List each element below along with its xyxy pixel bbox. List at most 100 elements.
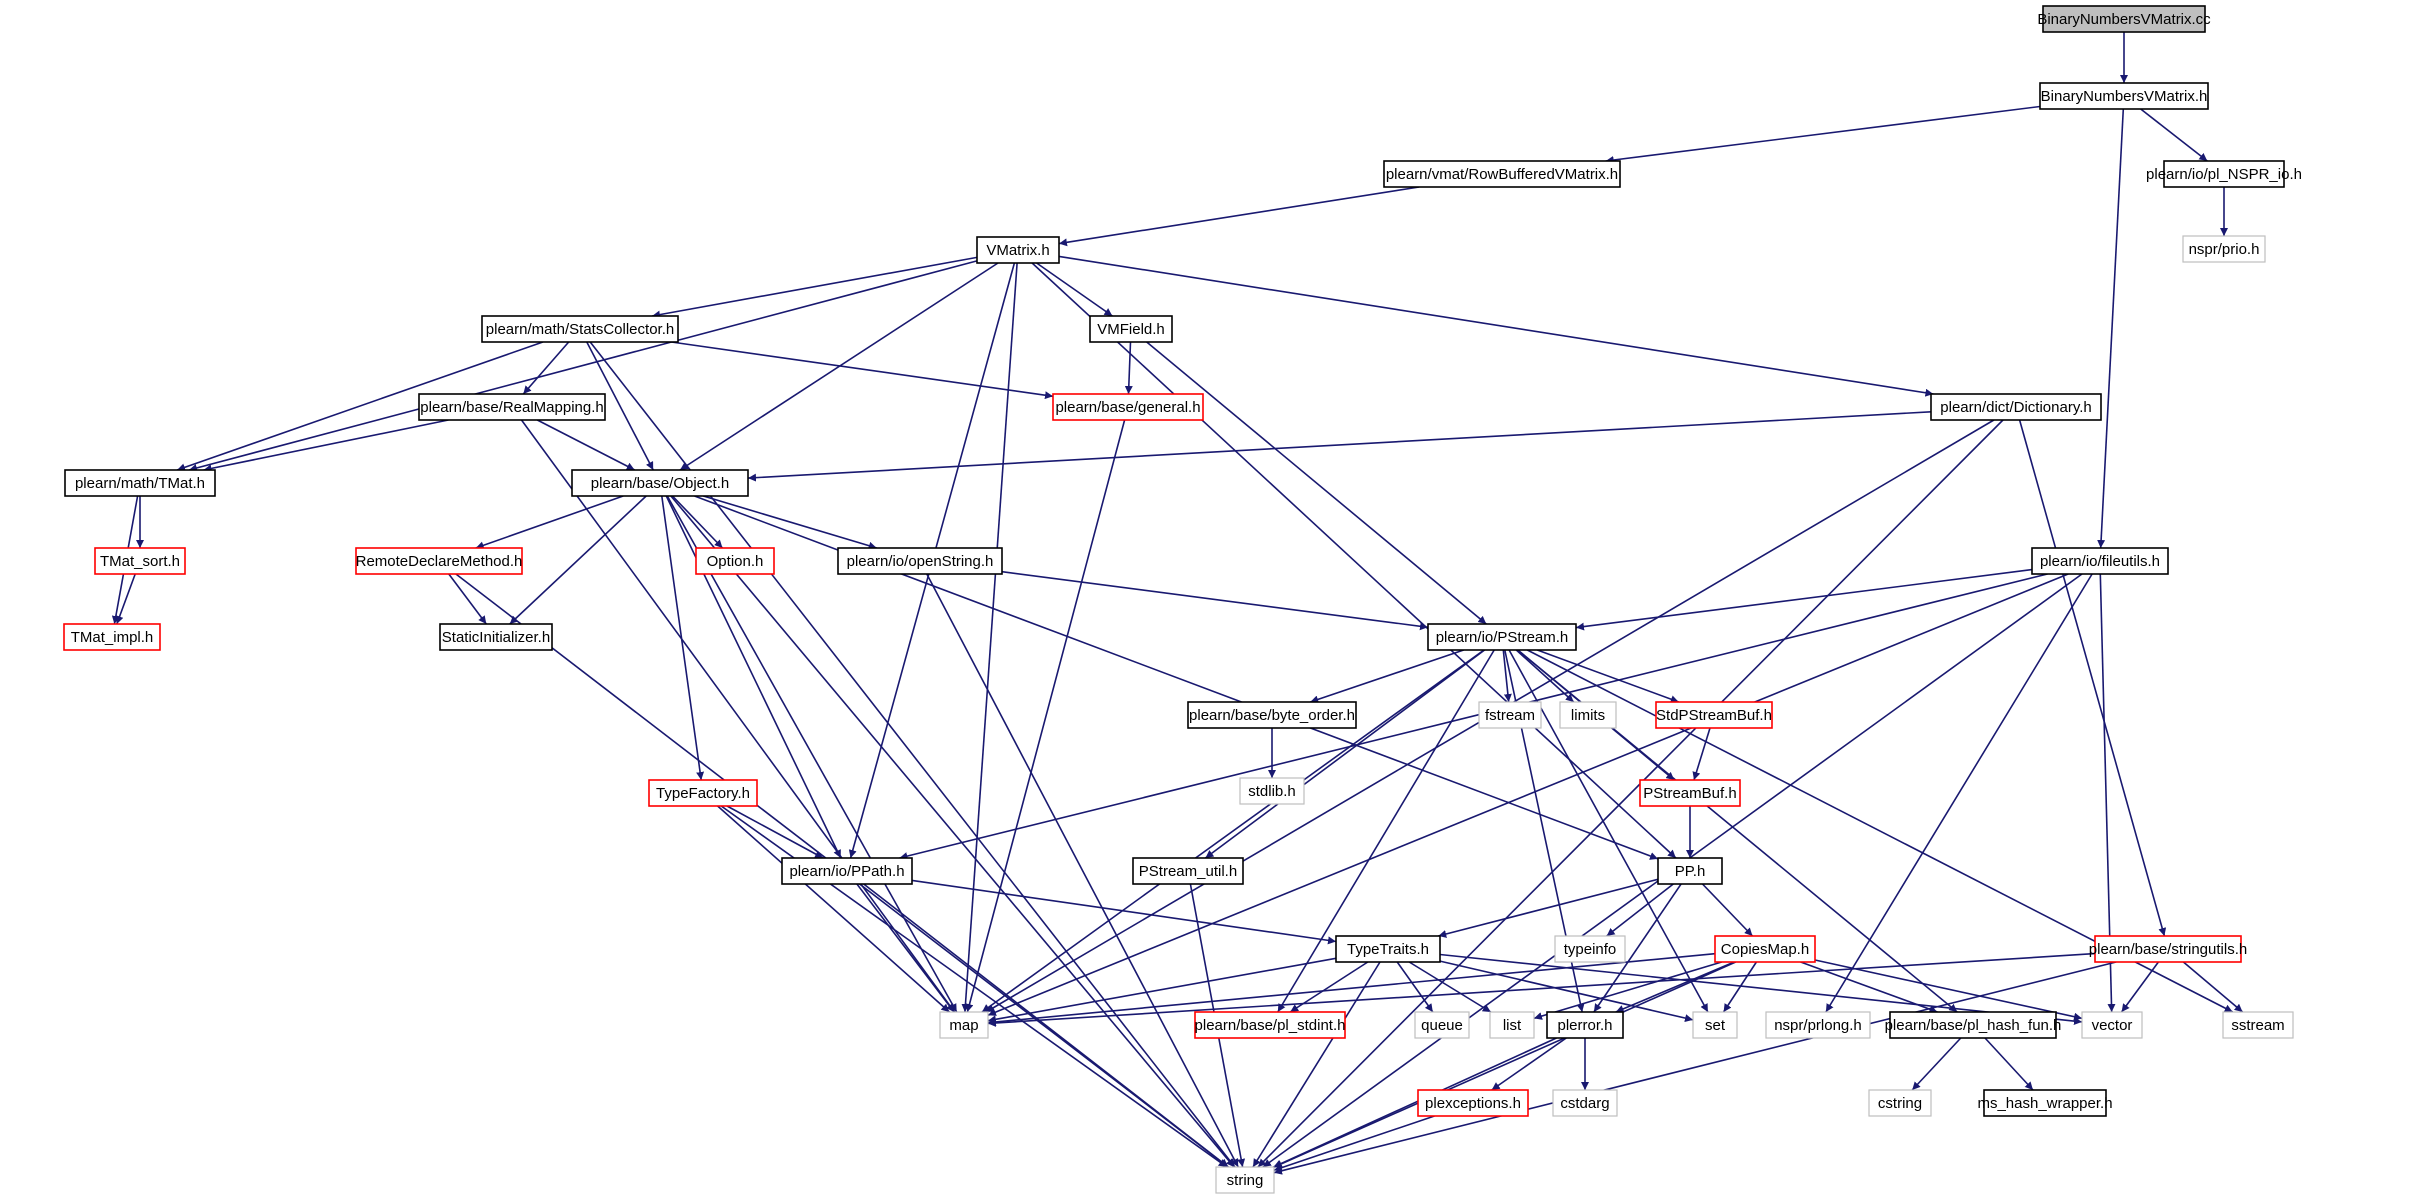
edge-bnvm-to-fileutils (2097, 108, 2125, 549)
node-pp[interactable]: PP.h (1657, 857, 1723, 885)
node-root-label: BinaryNumbersVMatrix.cc (2037, 11, 2211, 28)
node-pstream[interactable]: plearn/io/PStream.h (1427, 623, 1577, 651)
node-byteorder[interactable]: plearn/base/byte_order.h (1187, 701, 1357, 729)
node-tmatimpl-label: TMat_impl.h (71, 629, 154, 646)
node-staticinit[interactable]: StaticInitializer.h (439, 623, 553, 651)
edge-pstream-to-byteorder (1310, 649, 1464, 704)
edge-typefactory-to-ppath (726, 805, 824, 859)
node-typefactory-box (648, 779, 758, 807)
node-vmatrix-label: VMatrix.h (986, 242, 1049, 259)
node-plstdint[interactable]: plearn/base/pl_stdint.h (1194, 1011, 1346, 1039)
node-bnvm[interactable]: BinaryNumbersVMatrix.h (2039, 82, 2209, 110)
node-option[interactable]: Option.h (695, 547, 775, 575)
node-option-box (695, 547, 775, 575)
node-plexc-box (1417, 1089, 1529, 1117)
node-hashfun-label: plearn/base/pl_hash_fun.h (1885, 1017, 2062, 1034)
node-ppath-label: plearn/io/PPath.h (789, 863, 904, 880)
node-sstream-box (2222, 1011, 2294, 1039)
node-copiesmap[interactable]: CopiesMap.h (1714, 935, 1816, 963)
node-hashfun-box (1889, 1011, 2057, 1039)
node-queue-label: queue (1421, 1017, 1463, 1034)
edge-plerror-to-string (1273, 1037, 1557, 1168)
edge-copiesmap-to-set (1722, 961, 1758, 1013)
node-bnvm-box (2039, 82, 2209, 110)
node-plexc-label: plexceptions.h (1425, 1095, 1521, 1112)
edge-stringutils-to-string (1273, 961, 2117, 1175)
edge-copiesmap-to-plerror (1615, 961, 1735, 1013)
node-vmatrix[interactable]: VMatrix.h (976, 236, 1060, 264)
edge-copiesmap-to-vector (1814, 959, 2083, 1021)
node-tmatsort[interactable]: TMat_sort.h (94, 547, 186, 575)
node-vmfield[interactable]: VMField.h (1089, 315, 1173, 343)
node-root-box (2042, 5, 2206, 33)
node-vector: vector (2081, 1011, 2143, 1039)
node-rbvm[interactable]: plearn/vmat/RowBufferedVMatrix.h (1383, 160, 1621, 188)
node-psb[interactable]: PStreamBuf.h (1639, 779, 1741, 807)
node-plerror[interactable]: plerror.h (1546, 1011, 1624, 1039)
node-typeinfo-box (1554, 935, 1626, 963)
node-map-label: map (949, 1017, 978, 1034)
node-typefactory[interactable]: TypeFactory.h (648, 779, 758, 807)
edge-bnvm-to-rbvm (1605, 105, 2041, 164)
node-psb-box (1639, 779, 1741, 807)
node-object[interactable]: plearn/base/Object.h (571, 469, 749, 497)
node-tmat[interactable]: plearn/math/TMat.h (64, 469, 216, 497)
edge-pstream-to-map (981, 649, 1485, 1013)
node-stringutils-box (2094, 935, 2242, 963)
node-option-label: Option.h (707, 553, 764, 570)
nodes-layer: BinaryNumbersVMatrix.ccBinaryNumbersVMat… (63, 5, 2302, 1194)
node-tmatimpl[interactable]: TMat_impl.h (63, 623, 161, 651)
node-bnvm-label: BinaryNumbersVMatrix.h (2041, 88, 2208, 105)
edge-stringutils-to-vector (2120, 961, 2160, 1013)
edge-typetraits-to-queue (1396, 961, 1434, 1013)
edge-ppath-to-string (863, 883, 1229, 1168)
node-remote[interactable]: RemoteDeclareMethod.h (355, 547, 523, 575)
edge-realmap-to-tmat (203, 419, 449, 473)
node-general-box (1052, 393, 1204, 421)
node-sstream-label: sstream (2231, 1017, 2284, 1034)
node-queue-box (1414, 1011, 1470, 1039)
node-prio: nspr/prio.h (2182, 235, 2266, 263)
edges-layer (111, 32, 2244, 1175)
edge-vmatrix-to-stats (651, 256, 978, 319)
node-typefactory-label: TypeFactory.h (656, 785, 750, 802)
edge-stringutils-to-map (987, 952, 2096, 1027)
node-realmap-label: plearn/base/RealMapping.h (420, 399, 603, 416)
edge-hashfun-to-mshash (1984, 1037, 2034, 1091)
node-prlong-box (1765, 1011, 1871, 1039)
node-hashfun[interactable]: plearn/base/pl_hash_fun.h (1885, 1011, 2062, 1039)
node-cstdarg-box (1552, 1089, 1618, 1117)
edge-pstream-to-psutil (1204, 649, 1486, 859)
node-stringutils-label: plearn/base/stringutils.h (2089, 941, 2247, 958)
edge-openstring-to-pstream (1001, 570, 1429, 631)
node-dict-label: plearn/dict/Dictionary.h (1940, 399, 2091, 416)
node-dict[interactable]: plearn/dict/Dictionary.h (1930, 393, 2102, 421)
node-psutil[interactable]: PStream_util.h (1132, 857, 1244, 885)
node-mshash[interactable]: ms_hash_wrapper.h (1977, 1089, 2113, 1117)
node-stdpsb[interactable]: StdPStreamBuf.h (1655, 701, 1773, 729)
node-fstream-label: fstream (1485, 707, 1535, 724)
node-limits-label: limits (1571, 707, 1605, 724)
node-nspr-box (2163, 160, 2285, 188)
node-nspr[interactable]: plearn/io/pl_NSPR_io.h (2146, 160, 2302, 188)
edge-typetraits-to-set (1439, 960, 1694, 1022)
node-openstring[interactable]: plearn/io/openString.h (837, 547, 1003, 575)
node-fileutils[interactable]: plearn/io/fileutils.h (2031, 547, 2169, 575)
node-prlong: nspr/prlong.h (1765, 1011, 1871, 1039)
node-string: string (1215, 1166, 1275, 1194)
node-realmap[interactable]: plearn/base/RealMapping.h (418, 393, 606, 421)
node-typetraits[interactable]: TypeTraits.h (1335, 935, 1441, 963)
node-root[interactable]: BinaryNumbersVMatrix.cc (2037, 5, 2211, 33)
node-list-box (1489, 1011, 1535, 1039)
node-stats[interactable]: plearn/math/StatsCollector.h (481, 315, 679, 343)
node-set-label: set (1705, 1017, 1726, 1034)
node-general[interactable]: plearn/base/general.h (1052, 393, 1204, 421)
edge-typefactory-to-string (720, 805, 1228, 1168)
node-stringutils[interactable]: plearn/base/stringutils.h (2089, 935, 2247, 963)
node-ppath[interactable]: plearn/io/PPath.h (781, 857, 913, 885)
node-plexc[interactable]: plexceptions.h (1417, 1089, 1529, 1117)
node-ppath-box (781, 857, 913, 885)
node-prio-label: nspr/prio.h (2189, 241, 2260, 258)
node-list: list (1489, 1011, 1535, 1039)
